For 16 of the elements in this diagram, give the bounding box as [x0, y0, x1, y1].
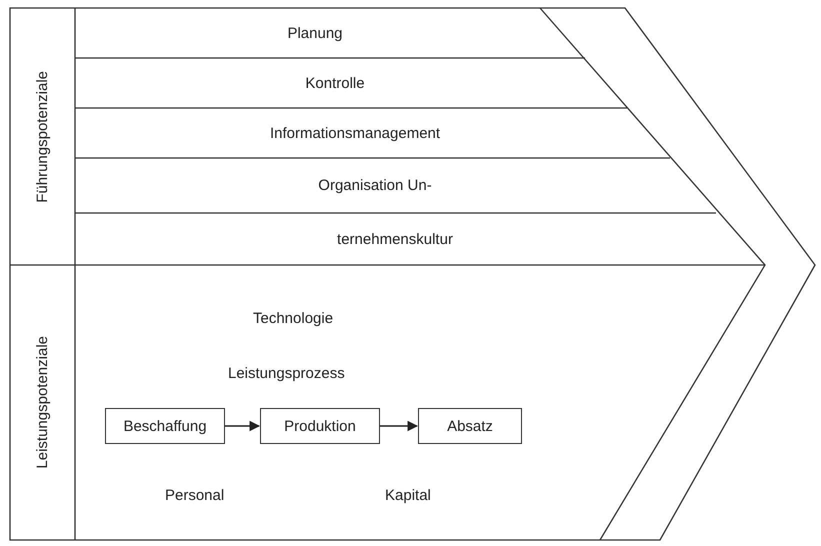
area-label: Kapital [385, 487, 431, 504]
band-label: Kontrolle [305, 74, 365, 92]
area-label: Technologie [253, 310, 334, 327]
arrow [380, 420, 418, 432]
section-label: Leistungspotenziale [34, 336, 51, 469]
section-label: Führungspotenziale [34, 70, 51, 202]
arrow [225, 420, 260, 432]
band-label: Planung [287, 24, 343, 42]
process-box: Absatz [418, 408, 522, 444]
process-box: Beschaffung [105, 408, 225, 444]
band-label: Organisation Un- [318, 177, 432, 194]
band-label: Informationsmanagement [270, 124, 440, 142]
process-box: Produktion [260, 408, 380, 444]
area-label: Personal [165, 487, 224, 504]
area-label: Leistungsprozess [228, 365, 345, 382]
band-label: ternehmenskultur [337, 230, 453, 248]
